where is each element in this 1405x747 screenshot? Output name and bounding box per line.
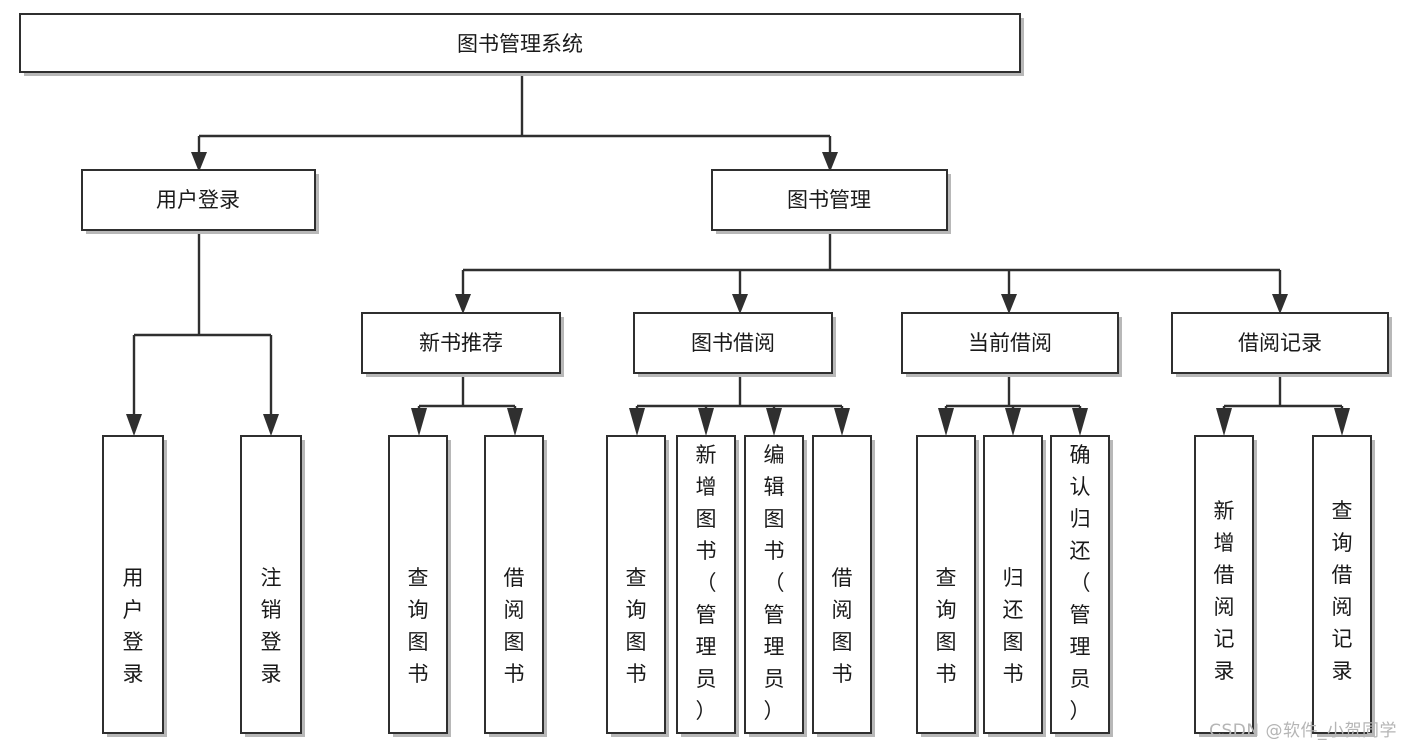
node-leaf-edit-book-label: 编辑图书（管理员） xyxy=(764,443,785,723)
node-leaf-query-record-label: 查询借阅记录 xyxy=(1332,499,1353,683)
node-book-borrow[interactable]: 图书借阅 xyxy=(633,312,836,377)
node-leaf-borrow-book-2-label: 借阅图书 xyxy=(832,566,853,686)
node-leaf-borrow-book-1[interactable]: 借阅图书 xyxy=(484,435,547,737)
arrow-head-leaf-add-book xyxy=(698,408,714,436)
node-leaf-confirm-return-box[interactable] xyxy=(1050,435,1110,734)
node-leaf-query-book-3-box[interactable] xyxy=(916,435,976,734)
node-current-borrow-box[interactable] xyxy=(901,312,1119,374)
watermark: CSDN @软件_小贺同学 xyxy=(1209,721,1397,741)
arrow-head-current-borrow xyxy=(1001,294,1017,314)
node-leaf-user-login-box[interactable] xyxy=(102,435,164,734)
node-leaf-query-book-1[interactable]: 查询图书 xyxy=(388,435,451,737)
node-leaf-logout-box[interactable] xyxy=(240,435,302,734)
node-user-login-box[interactable] xyxy=(81,169,316,231)
node-current-borrow[interactable]: 当前借阅 xyxy=(901,312,1122,377)
node-leaf-query-book-1-box[interactable] xyxy=(388,435,448,734)
node-book-manage-label: 图书管理 xyxy=(787,188,871,212)
node-leaf-confirm-return[interactable]: 确认归还（管理员） xyxy=(1050,435,1113,737)
node-new-book-recommend-label: 新书推荐 xyxy=(419,331,503,355)
node-leaf-query-book-1-label: 查询图书 xyxy=(408,566,429,686)
node-leaf-borrow-book-2[interactable]: 借阅图书 xyxy=(812,435,875,737)
arrow-head-leaf-confirm-return xyxy=(1072,408,1088,436)
node-new-book-recommend-box[interactable] xyxy=(361,312,561,374)
arrow-head-leaf-query-book-1 xyxy=(411,408,427,436)
node-leaf-query-record[interactable]: 查询借阅记录 xyxy=(1312,435,1375,737)
node-leaf-return-book-label: 归还图书 xyxy=(1003,566,1024,686)
node-leaf-return-book-box[interactable] xyxy=(983,435,1043,734)
node-leaf-add-book[interactable]: 新增图书（管理员） xyxy=(676,435,739,737)
node-leaf-query-record-box[interactable] xyxy=(1312,435,1372,734)
node-leaf-borrow-book-2-box[interactable] xyxy=(812,435,872,734)
node-leaf-query-book-3-label: 查询图书 xyxy=(936,566,957,686)
connector-layer xyxy=(126,76,1350,436)
node-root-box[interactable] xyxy=(19,13,1021,73)
arrow-head-leaf-query-book-3 xyxy=(938,408,954,436)
node-root-label: 图书管理系统 xyxy=(457,32,583,56)
node-user-login[interactable]: 用户登录 xyxy=(81,169,319,234)
node-leaf-query-book-2[interactable]: 查询图书 xyxy=(606,435,669,737)
arrow-head-user-login xyxy=(191,152,207,172)
node-new-book-recommend[interactable]: 新书推荐 xyxy=(361,312,564,377)
node-leaf-confirm-return-label: 确认归还（管理员） xyxy=(1070,443,1091,723)
node-book-borrow-box[interactable] xyxy=(633,312,833,374)
node-book-manage-box[interactable] xyxy=(711,169,948,231)
node-leaf-add-record[interactable]: 新增借阅记录 xyxy=(1194,435,1257,737)
node-borrow-record-label: 借阅记录 xyxy=(1238,331,1322,355)
arrow-head-book-borrow xyxy=(732,294,748,314)
node-leaf-add-book-box[interactable] xyxy=(676,435,736,734)
node-leaf-query-book-2-label: 查询图书 xyxy=(626,566,647,686)
node-leaf-edit-book[interactable]: 编辑图书（管理员） xyxy=(744,435,807,737)
arrow-head-book-manage xyxy=(822,152,838,172)
node-borrow-record[interactable]: 借阅记录 xyxy=(1171,312,1392,377)
node-leaf-add-record-box[interactable] xyxy=(1194,435,1254,734)
node-leaf-return-book[interactable]: 归还图书 xyxy=(983,435,1046,737)
node-leaf-borrow-book-1-label: 借阅图书 xyxy=(504,566,525,686)
node-leaf-query-book-2-box[interactable] xyxy=(606,435,666,734)
node-book-manage[interactable]: 图书管理 xyxy=(711,169,951,234)
node-leaf-borrow-book-1-box[interactable] xyxy=(484,435,544,734)
arrow-head-leaf-edit-book xyxy=(766,408,782,436)
node-leaf-add-book-label: 新增图书（管理员） xyxy=(696,443,717,723)
node-book-borrow-label: 图书借阅 xyxy=(691,331,775,355)
node-leaf-logout[interactable]: 注销登录 xyxy=(240,435,305,737)
arrow-head-leaf-borrow-book-2 xyxy=(834,408,850,436)
node-borrow-record-box[interactable] xyxy=(1171,312,1389,374)
arrow-head-leaf-query-book-2 xyxy=(629,408,645,436)
node-leaf-user-login[interactable]: 用户登录 xyxy=(102,435,167,737)
node-leaf-user-login-label: 用户登录 xyxy=(123,566,144,686)
node-leaf-edit-book-box[interactable] xyxy=(744,435,804,734)
arrow-head-borrow-record xyxy=(1272,294,1288,314)
arrow-head-leaf-query-record xyxy=(1334,408,1350,436)
arrow-head-new-book-recommend xyxy=(455,294,471,314)
arrow-head-leaf-user-login xyxy=(126,414,142,436)
arrow-head-leaf-logout xyxy=(263,414,279,436)
node-leaf-query-book-3[interactable]: 查询图书 xyxy=(916,435,979,737)
node-current-borrow-label: 当前借阅 xyxy=(968,331,1052,355)
arrow-head-leaf-add-record xyxy=(1216,408,1232,436)
node-root[interactable]: 图书管理系统 xyxy=(19,13,1024,76)
node-user-login-label: 用户登录 xyxy=(156,188,240,212)
node-leaf-logout-label: 注销登录 xyxy=(261,566,282,686)
arrow-head-leaf-borrow-book-1 xyxy=(507,408,523,436)
arrow-head-leaf-return-book xyxy=(1005,408,1021,436)
node-leaf-add-record-label: 新增借阅记录 xyxy=(1214,499,1235,683)
